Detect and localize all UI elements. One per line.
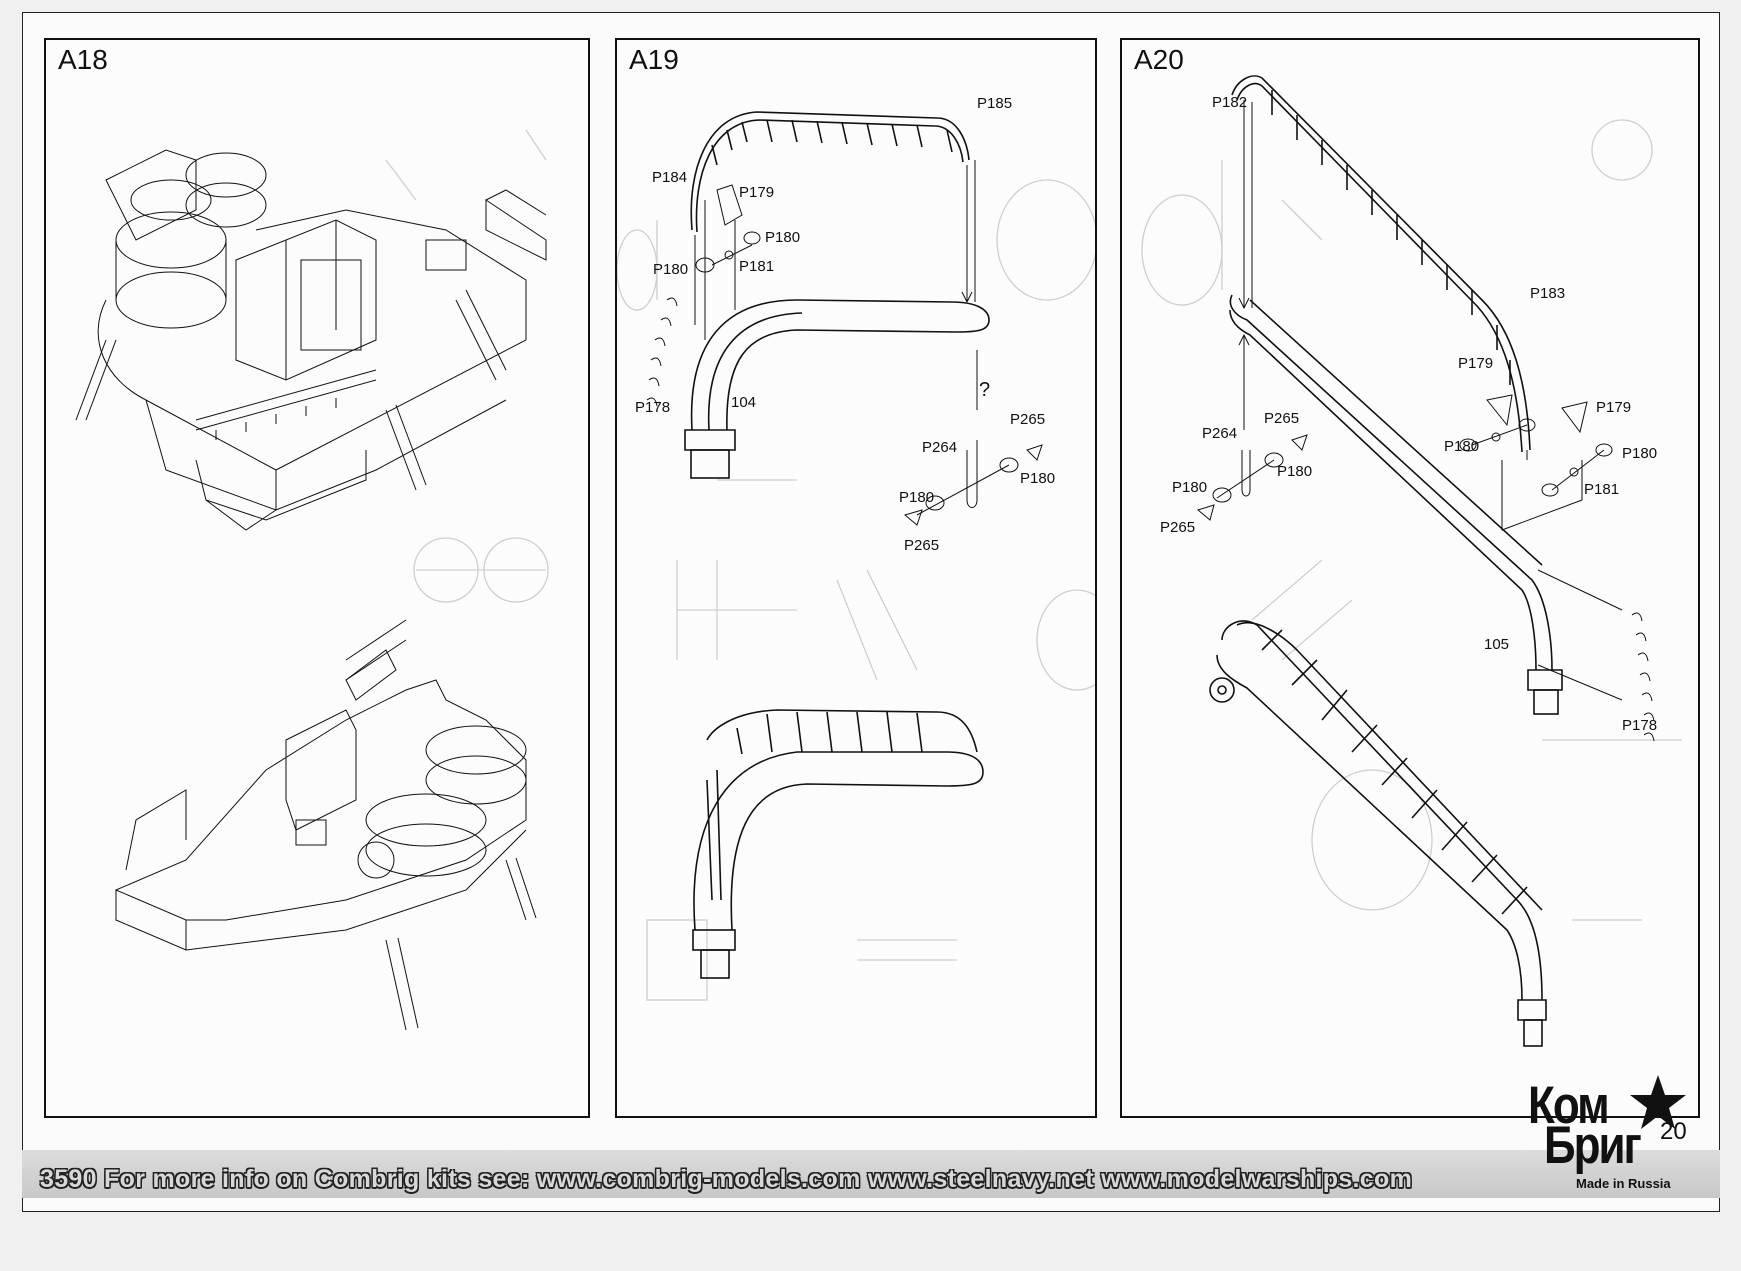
label-p265: P265 — [1264, 410, 1299, 427]
ghost-background — [385, 129, 549, 603]
label-p180: P180 — [1277, 463, 1312, 480]
label-p265: P265 — [1010, 411, 1045, 428]
label-p180: P180 — [899, 489, 934, 506]
a18-drawing — [75, 129, 549, 1031]
label-105: 105 — [1484, 636, 1509, 653]
label-p181: P181 — [739, 258, 774, 275]
label-p265: P265 — [904, 537, 939, 554]
panel-title: A20 — [1134, 44, 1184, 75]
railings-top — [195, 189, 547, 440]
parts-p264-p265 — [1196, 434, 1308, 521]
page-number: 20 — [1660, 1118, 1687, 1145]
handrail-p185 — [690, 111, 970, 233]
bridge-assembly-top — [75, 149, 547, 531]
stirrups-p178 — [1631, 612, 1655, 742]
ghost-background — [617, 179, 1095, 1001]
label-p179: P179 — [1458, 355, 1493, 372]
label-p181: P181 — [1584, 481, 1619, 498]
a19-drawing: P185 P184 P179 P180 P180 P181 P178 104 ?… — [617, 95, 1095, 1001]
parts-p179-p181 — [1459, 394, 1613, 497]
label-p178: P178 — [1622, 717, 1657, 734]
label-p185: P185 — [977, 95, 1012, 112]
handrail-p182-p183 — [1231, 75, 1531, 453]
assembled-boom — [1209, 620, 1547, 1047]
label-p178: P178 — [635, 399, 670, 416]
made-in-russia: Made in Russia — [1576, 1176, 1671, 1191]
parts-p179-p181 — [695, 184, 761, 273]
assembly-arrows — [1238, 100, 1623, 701]
stirrups-p178 — [646, 297, 678, 407]
boom-104 — [684, 299, 990, 479]
label-p180: P180 — [765, 229, 800, 246]
label-p183: P183 — [1530, 285, 1565, 302]
brand-line2: Бриг — [1544, 1116, 1642, 1175]
label-p184: P184 — [652, 169, 687, 186]
assembly-arrows — [694, 160, 978, 480]
label-104: 104 — [731, 394, 756, 411]
panel-a19: A19 — [615, 38, 1097, 1118]
label-p180: P180 — [653, 261, 688, 278]
label-p179: P179 — [1596, 399, 1631, 416]
star-icon — [1630, 1075, 1686, 1129]
label-p180: P180 — [1444, 438, 1479, 455]
bridge-assembly-bottom — [114, 619, 537, 1031]
label-p264: P264 — [1202, 425, 1237, 442]
label-p179: P179 — [739, 184, 774, 201]
footer-info-text: 3590 For more info on Combrig kits see: … — [40, 1165, 1413, 1193]
boom-105 — [1229, 294, 1563, 715]
assembled-boom — [692, 709, 984, 979]
parts-p264-p265 — [903, 444, 1043, 526]
panel-a18: A18 — [44, 38, 590, 1118]
panel-a20: A20 — [1120, 38, 1700, 1118]
brand-line1: Ком — [1528, 1076, 1610, 1135]
panel-title: A18 — [58, 44, 108, 75]
a20-drawing: P182 P183 P179 P179 P180 P180 P181 P265 … — [1141, 75, 1682, 1047]
label-p265: P265 — [1160, 519, 1195, 536]
label-question: ? — [979, 379, 990, 401]
label-p264: P264 — [922, 439, 957, 456]
label-p182: P182 — [1212, 94, 1247, 111]
label-p180: P180 — [1172, 479, 1207, 496]
panel-title: A19 — [629, 44, 679, 75]
label-p180: P180 — [1622, 445, 1657, 462]
label-p180: P180 — [1020, 470, 1055, 487]
footer-band — [22, 1150, 1720, 1198]
ghost-background — [1141, 119, 1682, 921]
brand-logo: Ком Бриг Made in Russia — [1528, 1073, 1708, 1198]
